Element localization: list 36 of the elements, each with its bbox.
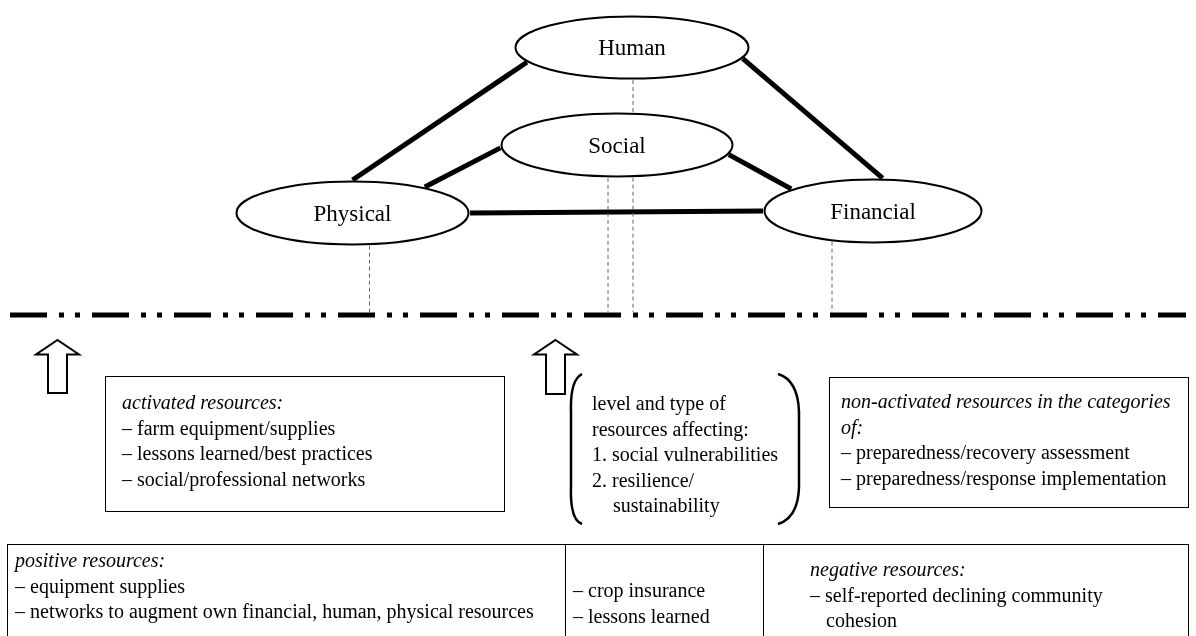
node-label: Social [588, 133, 646, 157]
list-item: 1. social vulnerabilities [592, 442, 780, 467]
dashed-connector [632, 79, 634, 113]
connector-line [423, 145, 502, 190]
list-item: – networks to augment own financial, human, physical resources [15, 599, 535, 625]
list-item: – crop insurance [573, 578, 707, 604]
node-label: Human [598, 36, 666, 59]
node-label: Physical [313, 201, 392, 225]
connector-line [741, 56, 885, 181]
text-box [105, 376, 505, 512]
box-heading: non-activated resources in the categories of: [841, 389, 1172, 440]
table-cell [763, 544, 1189, 636]
list-item: 2. resilience/ sustainability [592, 467, 721, 519]
table-cell [7, 544, 566, 636]
note-text: level and type of resources affecting: [592, 391, 750, 442]
box-heading: negative resources: [810, 557, 967, 583]
list-item: – preparedness/recovery assessment [841, 440, 1131, 466]
list-item: – self-reported declining community cohesion [810, 582, 1104, 633]
list-item: – preparedness/response implementation [841, 465, 1168, 491]
list-item: – social/professional networks [122, 466, 367, 492]
text-box [829, 377, 1189, 508]
connector-line [351, 60, 529, 183]
connector-line [470, 208, 763, 216]
dashed-connector [369, 245, 370, 313]
list-item: – equipment supplies [15, 573, 186, 599]
box-heading: positive resources: [15, 548, 167, 574]
dashed-connector [632, 177, 634, 313]
list-item: – farm equipment/supplies [122, 415, 337, 441]
block-arrow [530, 338, 581, 395]
list-item: – lessons learned [573, 603, 711, 629]
connector-line [727, 152, 793, 192]
box-heading: activated resources: [122, 390, 285, 415]
node-label: Financial [830, 199, 916, 223]
dashed-connector [607, 177, 609, 313]
block-arrow [32, 338, 83, 394]
list-item: – lessons learned/best practices [122, 441, 374, 467]
